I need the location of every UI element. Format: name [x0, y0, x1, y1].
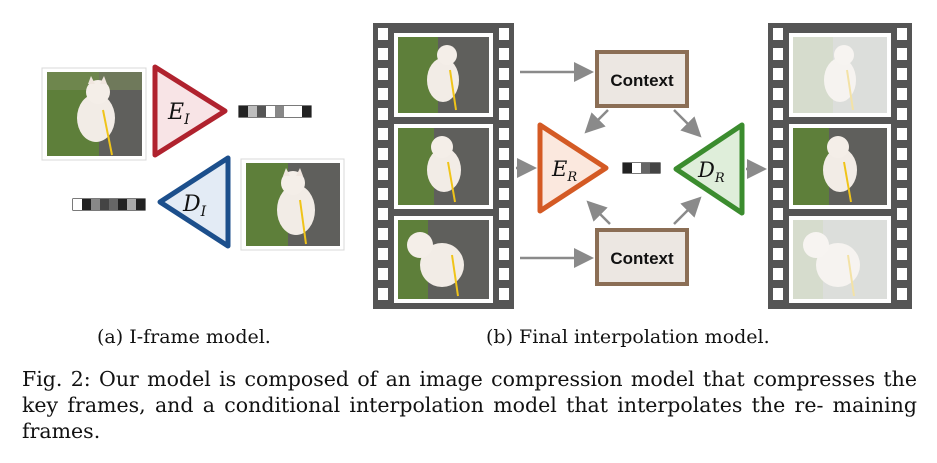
i-frame-output-image [240, 158, 345, 251]
i-frame-latent-code [238, 105, 312, 118]
decoder-i-triangle: DI [157, 155, 231, 249]
context-bottom-label: Context [610, 249, 674, 268]
left-frame-1 [394, 33, 493, 117]
svg-text:ER: ER [551, 157, 577, 185]
arrow-context-to-encoder-bottom [586, 200, 611, 225]
encoder-r-sub: R [566, 170, 577, 185]
svg-text:DI: DI [182, 192, 207, 220]
subcaption-b: (b) Final interpolation model. [486, 326, 770, 348]
context-box-bottom: Context [595, 228, 689, 286]
right-frame-1 [789, 33, 891, 117]
interpolation-latent-code [622, 162, 661, 174]
arrow-context-to-encoder-top [584, 109, 609, 134]
encoder-i-triangle: EI [152, 64, 228, 158]
encoder-r-label: E [551, 157, 567, 181]
decoder-r-triangle: DR [673, 122, 745, 216]
svg-text:EI: EI [167, 100, 190, 128]
context-box-top: Context [595, 50, 689, 108]
decoder-i-sub: I [200, 204, 207, 220]
subcaption-a: (a) I-frame model. [97, 326, 271, 348]
right-frame-3 [789, 216, 891, 303]
decoder-r-label: D [697, 158, 715, 182]
encoder-i-label: E [167, 100, 184, 125]
decoder-r-sub: R [714, 171, 725, 186]
left-frame-3 [394, 216, 493, 303]
left-frame-2 [394, 124, 493, 209]
right-frame-2 [789, 124, 891, 209]
i-frame-decoder-input-code [72, 198, 146, 211]
arrow-context-to-decoder-top [673, 109, 702, 138]
encoder-i-sub: I [183, 112, 190, 128]
svg-text:DR: DR [697, 158, 725, 186]
decoder-i-label: D [182, 192, 201, 217]
arrow-context-to-decoder-bottom [673, 196, 702, 225]
figure-caption: Fig. 2: Our model is composed of an imag… [22, 367, 917, 443]
i-frame-input-image [41, 67, 147, 161]
encoder-r-triangle: ER [537, 122, 609, 214]
context-top-label: Context [610, 71, 674, 90]
